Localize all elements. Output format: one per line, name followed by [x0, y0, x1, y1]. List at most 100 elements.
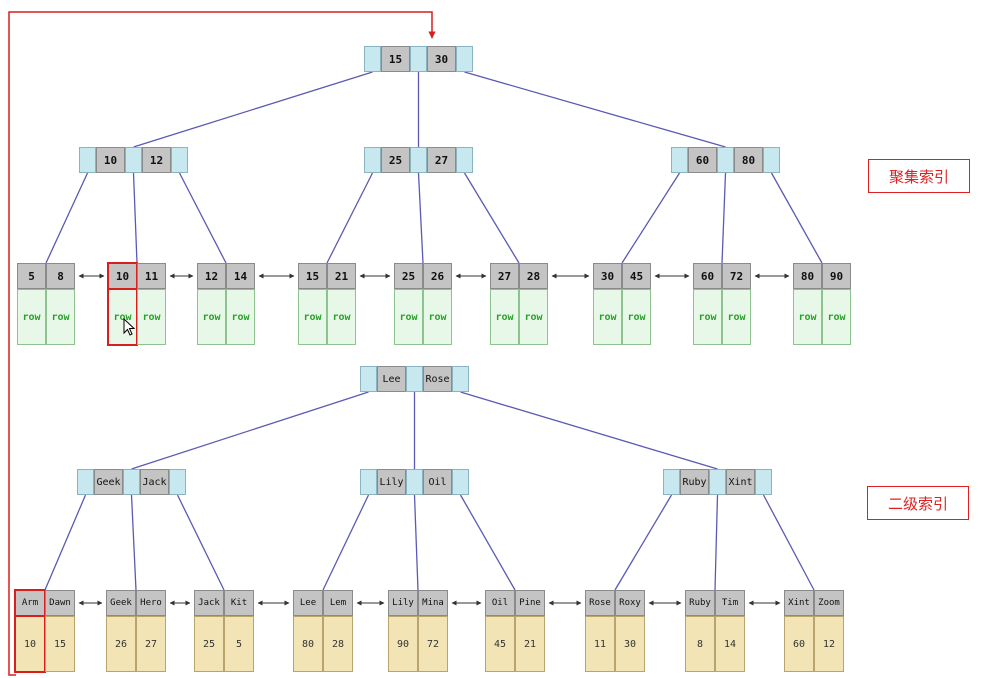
leaf-key: Pine	[515, 590, 545, 616]
secondary-internal-node: Ruby Xint	[663, 469, 772, 495]
id-cell: 28	[323, 616, 353, 672]
row-cell: row	[519, 289, 548, 345]
tree-edge	[460, 391, 718, 470]
node-key: Oil	[423, 469, 452, 495]
id-cell: 12	[814, 616, 844, 672]
leaf-links	[78, 273, 790, 606]
leaf-key: Lily	[388, 590, 418, 616]
leaf-key: 12	[197, 263, 226, 289]
tree-edge	[178, 172, 227, 264]
tree-edge	[464, 71, 726, 148]
pointer-cell	[755, 469, 772, 495]
leaf-key: 27	[490, 263, 519, 289]
mouse-cursor-icon	[123, 318, 135, 336]
pointer-cell	[663, 469, 680, 495]
pointer-cell	[77, 469, 94, 495]
tree-edges	[44, 71, 823, 591]
leaf-key: 72	[722, 263, 751, 289]
leaf-key: Lee	[293, 590, 323, 616]
node-key: Ruby	[680, 469, 709, 495]
row-cell: row	[137, 289, 166, 345]
leaf-key: Ruby	[685, 590, 715, 616]
tree-edge	[133, 71, 373, 148]
leaf-key: 8	[46, 263, 75, 289]
row-cell: row	[793, 289, 822, 345]
pointer-cell	[364, 46, 381, 72]
leaf-key: Tim	[715, 590, 745, 616]
row-cell: row	[722, 289, 751, 345]
pointer-cell	[364, 147, 381, 173]
id-cell: 11	[585, 616, 615, 672]
leaf-key: 11	[137, 263, 166, 289]
leaf-key: Hero	[136, 590, 166, 616]
leaf-key: Jack	[194, 590, 224, 616]
id-cell: 25	[194, 616, 224, 672]
tree-edge	[413, 494, 419, 591]
row-cell: row	[46, 289, 75, 345]
leaf-key: Xint	[784, 590, 814, 616]
leaf-key: Lem	[323, 590, 353, 616]
pointer-cell	[763, 147, 780, 173]
tree-edge	[131, 391, 369, 470]
id-cell: 5	[224, 616, 254, 672]
node-key: Jack	[140, 469, 169, 495]
leaf-key: 45	[622, 263, 651, 289]
secondary-internal-node: Lily Oil	[360, 469, 469, 495]
pointer-cell	[671, 147, 688, 173]
leaf-key-highlighted: 10	[107, 262, 138, 290]
pointer-cell	[169, 469, 186, 495]
tree-edge	[762, 494, 815, 591]
leaf-key-highlighted: Arm	[14, 589, 46, 617]
tree-edge	[326, 172, 374, 264]
pointer-cell	[456, 46, 473, 72]
leaf-key: Zoom	[814, 590, 844, 616]
pointer-cell	[456, 147, 473, 173]
leaf-key: Mina	[418, 590, 448, 616]
id-cell: 80	[293, 616, 323, 672]
node-key: 60	[688, 147, 717, 173]
id-cell: 27	[136, 616, 166, 672]
tree-edge	[459, 494, 516, 591]
row-cell: row	[822, 289, 851, 345]
leaf-key: 26	[423, 263, 452, 289]
node-key: 80	[734, 147, 763, 173]
id-cell: 15	[45, 616, 75, 672]
pointer-cell	[452, 469, 469, 495]
row-cell: row	[423, 289, 452, 345]
node-key: 25	[381, 147, 410, 173]
node-key: Rose	[423, 366, 452, 392]
id-cell: 45	[485, 616, 515, 672]
tree-edge	[714, 494, 719, 591]
tree-edge	[322, 494, 370, 591]
row-cell: row	[298, 289, 327, 345]
clustered-internal-node: 10 12	[79, 147, 188, 173]
tree-edge	[44, 494, 87, 591]
row-cell: row	[394, 289, 423, 345]
pointer-cell	[360, 469, 377, 495]
pointer-cell	[717, 147, 734, 173]
leaf-key: 30	[593, 263, 622, 289]
id-cell: 60	[784, 616, 814, 672]
leaf-key: 80	[793, 263, 822, 289]
leaf-key: 25	[394, 263, 423, 289]
leaf-key: Roxy	[615, 590, 645, 616]
row-cell: row	[593, 289, 622, 345]
tree-edge	[417, 172, 424, 264]
node-key: Xint	[726, 469, 755, 495]
pointer-cell	[452, 366, 469, 392]
node-key: Lily	[377, 469, 406, 495]
leaf-key: Rose	[585, 590, 615, 616]
node-key: 30	[427, 46, 456, 72]
leaf-key: Kit	[224, 590, 254, 616]
pointer-cell	[360, 366, 377, 392]
